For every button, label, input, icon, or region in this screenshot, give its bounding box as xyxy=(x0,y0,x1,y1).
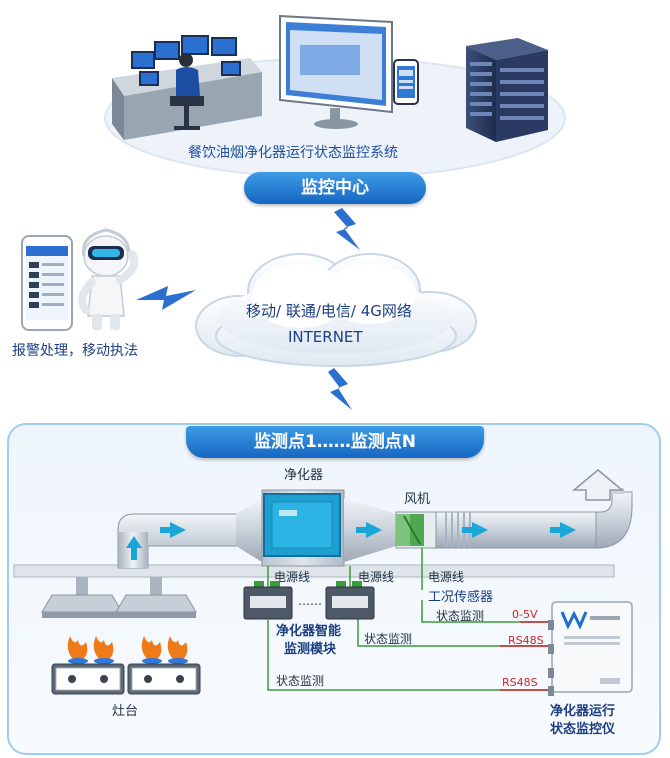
internet-label: INTERNET xyxy=(288,328,363,346)
signal-wires-red xyxy=(500,621,552,691)
robot-mascot-icon xyxy=(78,228,139,330)
state-monitor-label-2: 状态监测 xyxy=(364,632,413,646)
smart-monitoring-module xyxy=(243,581,293,620)
system-title: 餐饮油烟净化器运行状态监控系统 xyxy=(188,145,398,161)
monitoring-screen-icon xyxy=(279,14,393,129)
monitoring-point-badge: 监测点1……监测点N xyxy=(186,426,484,458)
internet-cloud-icon xyxy=(195,253,477,367)
signal-bolt-icon xyxy=(328,368,352,410)
fan-label: 风机 xyxy=(404,492,431,507)
phone-icon xyxy=(393,59,419,105)
network-label: 移动/ 联通/电信/ 4G网络 xyxy=(246,302,412,320)
airflow-arrows xyxy=(126,522,576,560)
signal-bolt-icon xyxy=(136,286,196,310)
module-label-1: 净化器智能 xyxy=(276,624,342,639)
operator-workstation-icon xyxy=(112,35,262,140)
stove-icon xyxy=(51,663,201,695)
state-monitor-label-1: 状态监测 xyxy=(436,609,485,623)
range-hood xyxy=(115,577,197,618)
kitchen-wall-bar xyxy=(13,564,615,578)
power-line-label-1: 电源线 xyxy=(274,570,311,584)
range-hood xyxy=(41,577,123,618)
mobile-app-icon xyxy=(21,235,73,331)
power-line-label-2: 电源线 xyxy=(358,570,395,584)
server-rack-icon xyxy=(466,38,548,142)
flame-icon xyxy=(67,636,188,664)
condition-sensor-label: 工况传感器 xyxy=(428,590,494,605)
signal-bolt-icon xyxy=(334,208,360,250)
power-line-label-3: 电源线 xyxy=(428,570,465,584)
outlet-arrow-icon xyxy=(571,469,625,501)
stove-label: 灶台 xyxy=(112,704,139,719)
module-label-2: 监测模块 xyxy=(284,642,337,657)
signal-0-5v: 0-5V xyxy=(512,608,538,621)
smart-monitoring-module xyxy=(325,581,375,620)
signal-rs485-2: RS48S xyxy=(502,676,538,689)
signal-wires xyxy=(267,548,552,691)
purifier-label: 净化器 xyxy=(284,468,324,483)
signal-rs485-1: RS48S xyxy=(508,634,544,647)
monitor-device-label-1: 净化器运行 xyxy=(550,704,616,719)
alarm-handling-label: 报警处理，移动执法 xyxy=(12,343,138,359)
status-monitor-device xyxy=(548,601,633,696)
monitoring-center-badge: 监控中心 xyxy=(244,172,426,204)
module-dots: …… xyxy=(298,594,322,608)
monitor-device-label-2: 状态监控仪 xyxy=(550,722,616,737)
fan-unit xyxy=(396,514,424,546)
state-monitor-label-3: 状态监测 xyxy=(276,674,325,688)
